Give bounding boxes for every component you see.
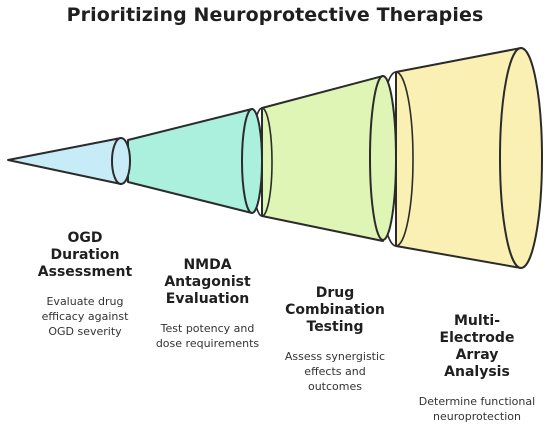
- stage-4-desc-line: neuroprotection: [433, 410, 521, 423]
- segment-1-rim: [111, 137, 131, 185]
- stage-1-desc-line: OGD severity: [48, 325, 122, 338]
- stage-4-title: Multi- Electrode Array Analysis: [408, 313, 546, 381]
- stage-1-description: Evaluate drug efficacy against OGD sever…: [20, 294, 150, 339]
- stage-2-title: NMDA Antagonist Evaluation: [140, 257, 275, 308]
- stage-2-title-line: NMDA: [183, 257, 232, 273]
- stage-1-title-line: OGD: [67, 230, 103, 246]
- segment-2-body: [127, 108, 253, 214]
- stage-3-description: Assess synergistic effects and outcomes: [270, 349, 400, 394]
- stage-3-title: Drug Combination Testing: [270, 285, 400, 336]
- stage-3-desc-line: Assess synergistic: [284, 350, 386, 363]
- segment-3-body: [261, 75, 384, 242]
- stage-2-title-line: Evaluation: [165, 291, 250, 307]
- funnel-segment-2: [112, 108, 263, 214]
- stage-2-desc-line: Test potency and: [160, 322, 255, 335]
- segment-4-rim: [499, 47, 543, 269]
- stage-2: NMDA Antagonist Evaluation Test potency …: [140, 257, 275, 351]
- stage-1: OGD Duration Assessment Evaluate drug ef…: [20, 230, 150, 339]
- stage-4-description: Determine functional neuroprotection: [408, 394, 546, 424]
- stage-1-title: OGD Duration Assessment: [20, 230, 150, 281]
- stage-4-title-line: Electrode: [439, 330, 515, 346]
- stage-4-title-line: Analysis: [444, 364, 510, 380]
- stage-1-title-line: Assessment: [37, 264, 133, 280]
- segment-3-rim: [369, 75, 397, 241]
- stage-3-title-line: Combination: [285, 302, 385, 318]
- segment-1-body: [7, 137, 122, 185]
- stage-3-desc-line: effects and: [304, 365, 366, 378]
- stage-3: Drug Combination Testing Assess synergis…: [270, 285, 400, 394]
- stage-4-desc-line: Determine functional: [418, 395, 536, 408]
- stage-4: Multi- Electrode Array Analysis Determin…: [408, 313, 546, 424]
- stage-2-desc-line: dose requirements: [155, 337, 260, 350]
- stage-3-desc-line: outcomes: [307, 380, 362, 393]
- stage-1-desc-line: Evaluate drug: [46, 295, 124, 308]
- funnel-segment-4: [378, 47, 543, 269]
- stage-2-title-line: Antagonist: [164, 274, 251, 290]
- stage-2-description: Test potency and dose requirements: [140, 321, 275, 351]
- stage-1-title-line: Duration: [50, 247, 120, 263]
- stage-4-title-line: Multi-: [454, 313, 500, 329]
- funnel-segment-1: [7, 137, 131, 185]
- funnel-segment-3: [251, 75, 397, 242]
- stage-3-title-line: Drug: [315, 285, 355, 301]
- stage-3-title-line: Testing: [306, 319, 364, 335]
- stage-1-desc-line: efficacy against: [41, 310, 129, 323]
- page-title: Prioritizing Neuroprotective Therapies: [66, 4, 484, 26]
- stage-4-title-line: Array: [455, 347, 499, 363]
- segment-2-rim: [241, 108, 263, 214]
